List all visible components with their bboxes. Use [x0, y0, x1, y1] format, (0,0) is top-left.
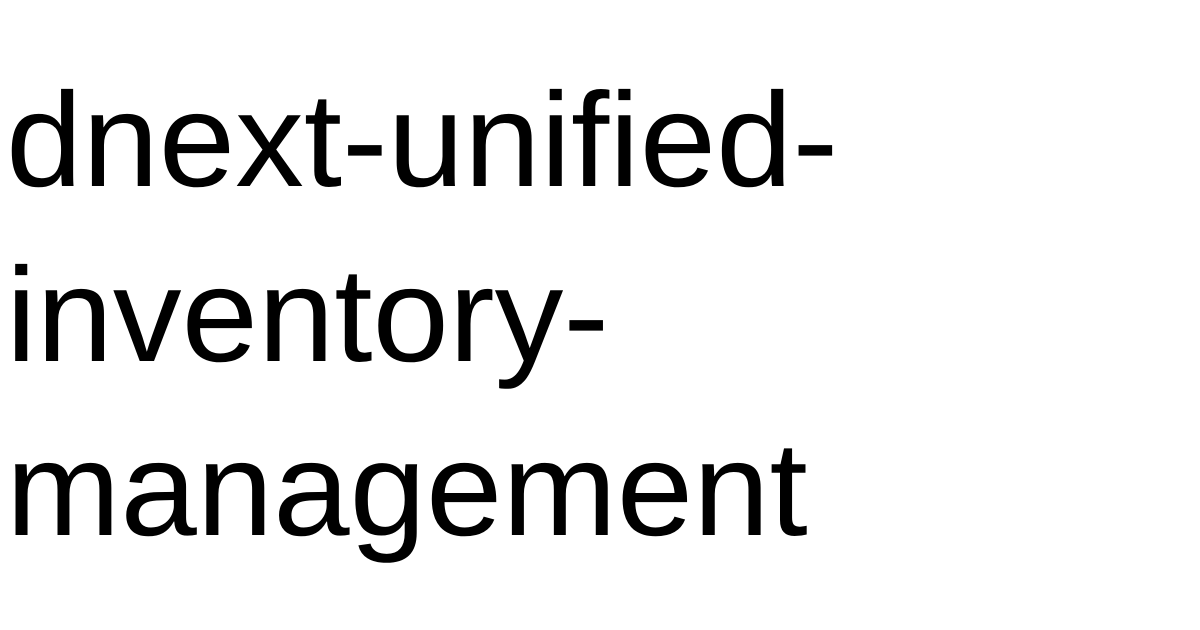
page-title: dnext-unified- inventory- management	[6, 54, 838, 578]
title-line-2: inventory-	[6, 240, 610, 390]
title-line-1: dnext-unified-	[6, 66, 839, 215]
title-line-3: management	[6, 415, 808, 564]
